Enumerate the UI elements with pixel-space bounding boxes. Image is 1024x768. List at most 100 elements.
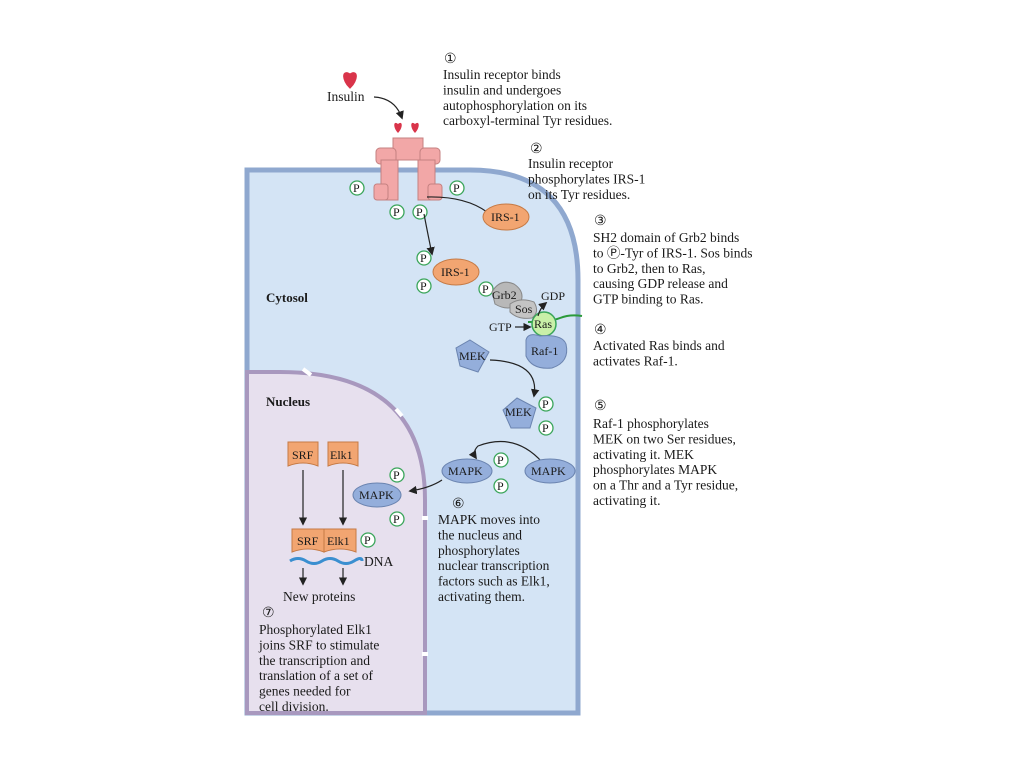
srf-bound-label: SRF [297,534,319,548]
step-text-line: GTP binding to Ras. [593,292,704,307]
irs1-phospho-groups: P P P [416,250,494,297]
step-text-line: to Grb2, then to Ras, [593,261,706,276]
irs1-label-upper: IRS-1 [491,210,520,224]
elk1-free [327,441,359,467]
sos-protein [509,299,538,319]
gtp-label: GTP [489,320,512,334]
elk1-bound [323,528,357,553]
step-text-line: Raf-1 phosphorylates [593,416,709,431]
phospho-label: P [393,468,400,482]
mapk-active-label: MAPK [448,464,483,478]
mapk-inactive-label: MAPK [531,464,566,478]
gdp-label: GDP [541,289,565,303]
step-text-line: phosphorylates MAPK [593,462,717,477]
step-text-line: SH2 domain of Grb2 binds [593,230,739,245]
irs1-protein-upper [482,203,530,231]
phospho-label: P [420,251,427,265]
mapk-nuclear [352,482,402,508]
step-text-line: to Ⓟ-Tyr of IRS-1. Sos binds [593,245,753,260]
step-text-line: MAPK moves into [438,512,540,527]
insulin-label: Insulin [327,89,365,104]
mek-active [502,397,537,429]
phospho-label: P [364,533,371,547]
step-text-line: activating it. MEK [593,447,694,462]
irs1-label-lower: IRS-1 [441,265,470,279]
mapk-nuclear-label: MAPK [359,488,394,502]
elk1-bound-label: Elk1 [327,534,350,548]
new-proteins-label: New proteins [283,589,355,604]
step-text-line: carboxyl-terminal Tyr residues. [443,113,612,128]
dna-label: DNA [364,554,393,569]
elk1-phospho-group [360,532,376,548]
step-text-line: activating them. [438,589,525,604]
step-number: ② [530,142,543,157]
mapk-inactive [524,458,576,484]
step-text-line: on its Tyr residues. [528,187,630,202]
mek-inactive-label: MEK [459,349,486,363]
phospho-label: P [542,421,549,435]
mapk-active [441,458,493,484]
nucleus-label: Nucleus [266,394,310,409]
phospho-label: P [416,205,423,219]
step-text-line: nuclear transcription [438,558,550,573]
step-number: ③ [594,214,607,229]
step-text-line: causing GDP release and [593,276,728,291]
dna-strand [289,557,364,565]
step-text-line: joins SRF to stimulate [258,637,379,652]
phospho-label: P [453,181,460,195]
phospho-label: P [393,205,400,219]
srf-free-label: SRF [292,448,314,462]
insulin-free-icon [343,72,357,89]
grb2-label: Grb2 [492,288,517,302]
step-text-line: phosphorylates [438,543,520,558]
phospho-label: P [353,181,360,195]
step-text-line: factors such as Elk1, [438,574,550,589]
irs1-protein-lower [432,258,480,286]
bound-insulin-icon [394,122,402,133]
phospho-label: P [497,453,504,467]
step-text-line: Phosphorylated Elk1 [259,622,372,637]
phospho-label: P [393,512,400,526]
insulin-arrow [373,96,404,120]
step-number: ④ [594,323,607,338]
ras-label: Ras [534,317,552,331]
mapk-phospho-groups: P P [493,452,509,494]
mek-inactive [455,339,490,373]
cytosol-label: Cytosol [266,290,308,305]
receptor-to-irs1-line [426,196,488,213]
raf1-protein [525,334,568,369]
raf1-label: Raf-1 [531,344,558,358]
step-text-line: insulin and undergoes [443,82,561,97]
step-text-line: genes needed for [259,684,351,699]
phospho-label: P [497,479,504,493]
step-number: ⑥ [452,497,465,512]
step-text-line: on a Thr and a Tyr residue, [593,478,738,493]
mek-active-label: MEK [505,405,532,419]
mek-phospho-groups: P P [538,396,554,436]
step-text-line: the transcription and [259,653,370,668]
step-number: ① [444,52,457,67]
step-text-line: the nucleus and [438,527,522,542]
insulin-receptor [373,122,443,201]
step-text-line: cell division. [259,699,329,714]
step-text-line: activates Raf-1. [593,353,678,368]
elk1-free-label: Elk1 [330,448,353,462]
phospho-label: P [542,397,549,411]
step-text-line: MEK on two Ser residues, [593,431,736,446]
receptor-phospho-groups: P P P P [349,180,465,220]
step-text-line: autophosphorylation on its [443,98,587,113]
mapk-activation-arrow [468,440,543,463]
step-number: ⑦ [262,606,275,621]
mapk-nuclear-phospho-groups: P P [389,467,405,527]
phospho-label: P [482,282,489,296]
nuclear-pores [301,367,428,656]
receptor-to-irs1-arrow [423,213,435,256]
gdp-release-arrow [537,301,548,317]
